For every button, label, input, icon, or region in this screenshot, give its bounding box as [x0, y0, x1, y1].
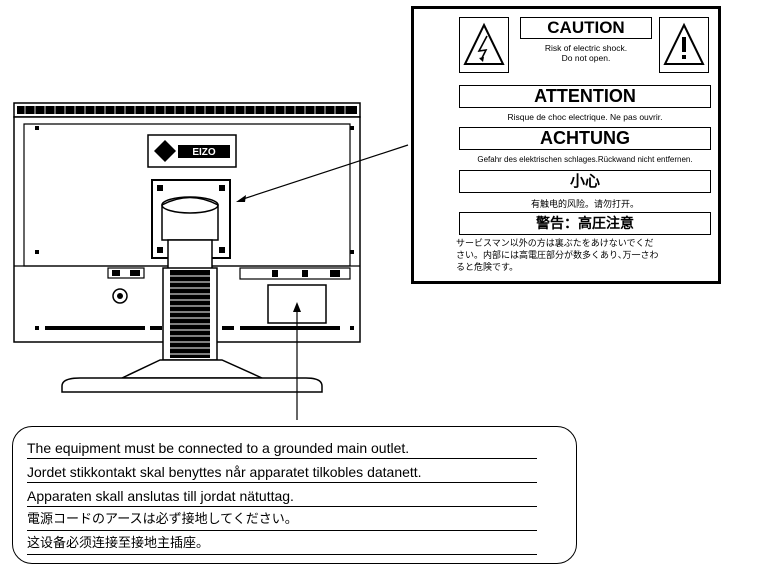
warning-leader-line: [239, 144, 409, 201]
stand-neck: [162, 239, 218, 361]
caution-text: Risk of electric shock. Do not open.: [544, 43, 628, 63]
top-vent-strip: [13, 102, 361, 118]
caution-title: CAUTION: [520, 17, 652, 39]
eizo-logo: EIZO: [147, 134, 237, 168]
xiaoxin-text: 有触电的风险。请勿打开。: [530, 200, 639, 210]
achtung-text: Gefahr des elektrischen schlages.Rückwan…: [477, 155, 693, 164]
bottom-vents: [45, 326, 340, 330]
callout-line-japanese: 電源コードのアースは必ず接地してください。: [27, 509, 537, 531]
left-ports: [107, 267, 145, 304]
stand-base: [61, 359, 323, 393]
electric-shock-warning-icon: [459, 17, 509, 73]
exclamation-warning-icon: [659, 17, 709, 73]
right-ports: [239, 267, 351, 280]
warning-label: CAUTION Risk of electric shock. Do not o…: [411, 6, 721, 284]
xiaoxin-title: 小心: [459, 170, 711, 193]
logo-text: EIZO: [192, 147, 216, 158]
callout-line-chinese: 这设备必须连接至接地主插座。: [27, 533, 537, 555]
callout-line-swedish: Apparaten skall anslutas till jordat nät…: [27, 485, 537, 507]
attention-text: Risque de choc electrique. Ne pas ouvrir…: [507, 112, 663, 122]
callout-line-norwegian: Jordet stikkontakt skal benyttes når app…: [27, 461, 537, 483]
achtung-title: ACHTUNG: [459, 127, 711, 150]
callout-line-english: The equipment must be connected to a gro…: [27, 437, 537, 459]
keikoku-text: サービスマン以外の方は裏ぶたをあけないでくだ さい。内部には高電圧部分が数多くあ…: [456, 239, 659, 273]
screw-holes: [35, 126, 354, 330]
grounding-callout: The equipment must be connected to a gro…: [12, 426, 577, 564]
keikoku-title: 警告：高圧注意: [459, 212, 711, 235]
monitor-back-illustration: EIZO: [13, 102, 409, 420]
attention-title: ATTENTION: [459, 85, 711, 108]
